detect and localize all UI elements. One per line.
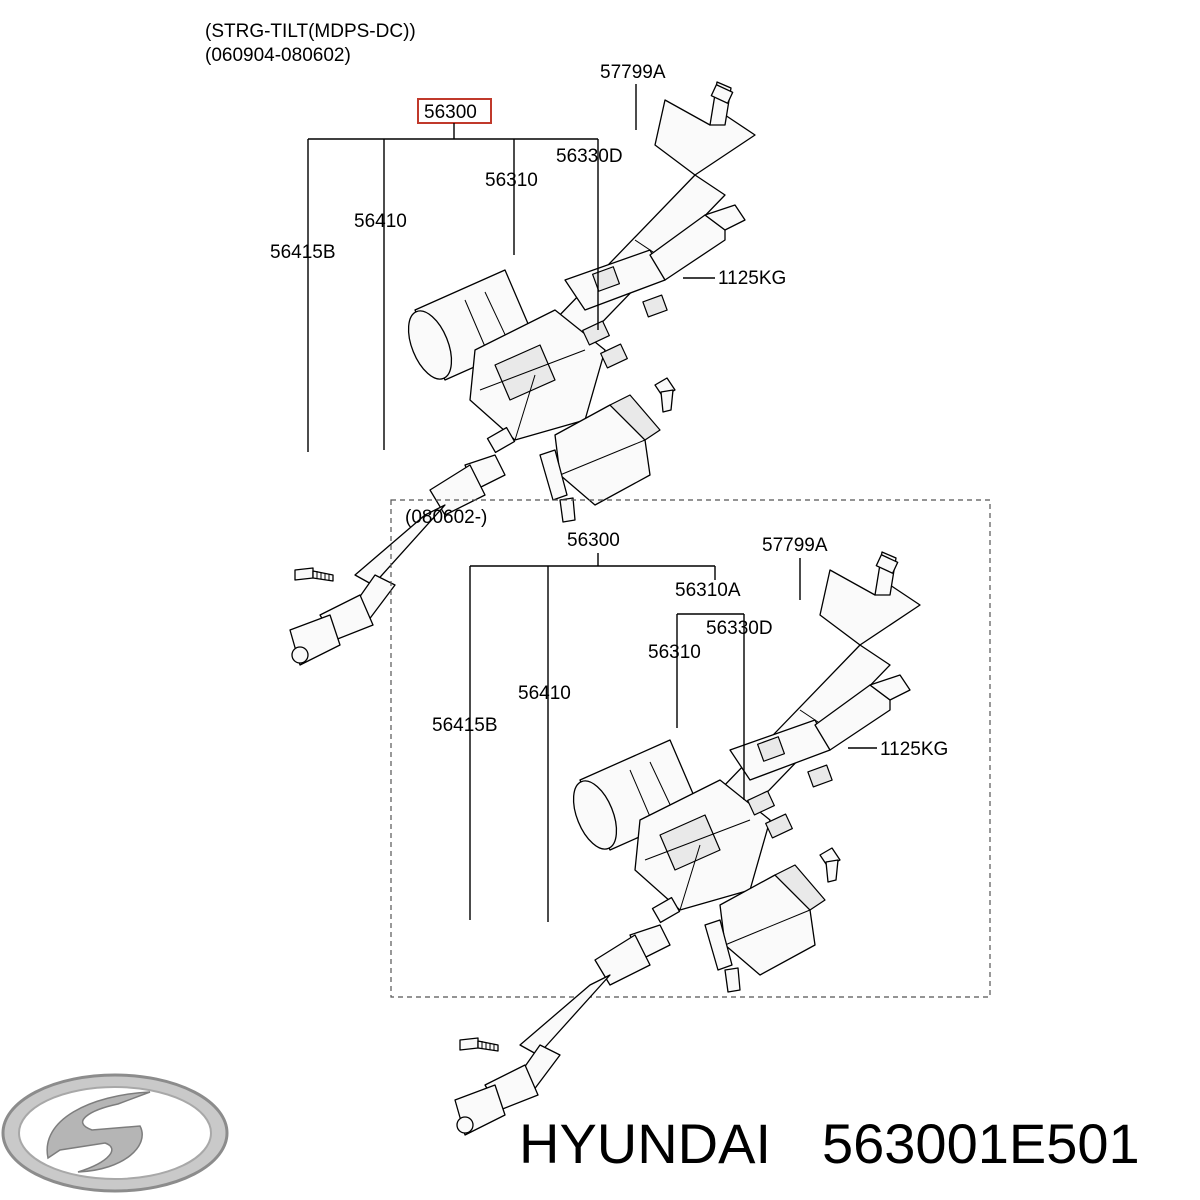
lower-steering-column: [454, 551, 921, 1136]
part-label-56410[interactable]: 56410: [354, 211, 407, 232]
part-label-56330D-lower[interactable]: 56330D: [706, 618, 773, 639]
part-label-56415B-lower[interactable]: 56415B: [432, 715, 498, 736]
part-label-1125KG-lower[interactable]: 1125KG: [880, 739, 948, 760]
part-label-56300[interactable]: 56300: [424, 102, 477, 123]
revision-frame: [390, 499, 991, 998]
part-label-56310[interactable]: 56310: [485, 170, 538, 191]
diagram-date-range: (060904-080602): [205, 45, 351, 66]
part-label-56300-lower[interactable]: 56300: [567, 530, 620, 551]
part-label-1125KG[interactable]: 1125KG: [718, 268, 786, 289]
diagram-title: (STRG-TILT(MDPS-DC)): [205, 21, 416, 42]
part-label-57799A[interactable]: 57799A: [600, 62, 666, 83]
hyundai-logo-icon: [1, 1073, 229, 1193]
part-label-56415B[interactable]: 56415B: [270, 242, 336, 263]
part-label-56330D[interactable]: 56330D: [556, 146, 623, 167]
upper-assembly: 56300 57799A 56330D 56310 56410 56415B 1…: [270, 62, 786, 666]
part-label-56310-lower[interactable]: 56310: [648, 642, 701, 663]
part-label-56310A[interactable]: 56310A: [675, 580, 741, 601]
part-label-56410-lower[interactable]: 56410: [518, 683, 571, 704]
brand-name: HYUNDAI: [519, 1112, 771, 1175]
part-number: 563001E501: [822, 1112, 1140, 1175]
revision-date-range: (080602-): [405, 507, 487, 528]
part-label-57799A-lower[interactable]: 57799A: [762, 535, 828, 556]
lower-assembly: (080602-) 56300 57799A 56310A 56330D 563…: [390, 499, 991, 1136]
